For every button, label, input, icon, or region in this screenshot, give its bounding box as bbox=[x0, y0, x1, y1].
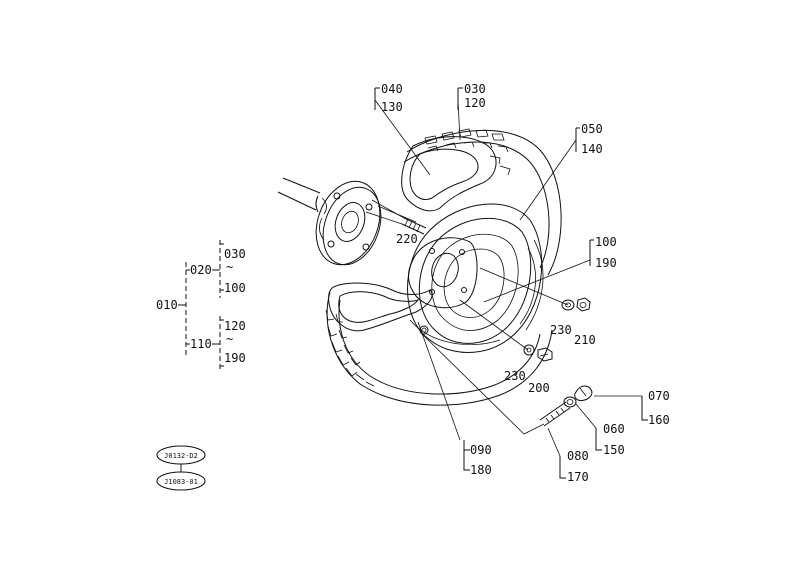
tree-item-120: 120 bbox=[224, 319, 246, 333]
tread-pattern-lower bbox=[325, 309, 375, 387]
label-220: 220 bbox=[396, 232, 418, 246]
tree-tilde-2: ~ bbox=[226, 332, 233, 346]
label-150: 150 bbox=[603, 443, 625, 457]
part-labels: 040 130 030 120 050 140 220 100 190 230 … bbox=[381, 82, 670, 484]
hub-flange bbox=[315, 180, 382, 266]
tread-pattern-upper bbox=[424, 128, 511, 176]
label-090: 090 bbox=[470, 443, 492, 457]
tree-group-020: 020 bbox=[190, 263, 212, 277]
stamp-top-text: J0132-D2 bbox=[164, 452, 198, 460]
wheel-rim bbox=[407, 203, 544, 353]
label-120: 120 bbox=[464, 96, 486, 110]
stamp-bottom-oval bbox=[156, 471, 206, 491]
label-140: 140 bbox=[581, 142, 603, 156]
stud-bolt-220 bbox=[365, 199, 427, 235]
reference-stamps: J0132-D2 J1083-01 bbox=[156, 445, 206, 491]
label-130: 130 bbox=[381, 100, 403, 114]
tire-upper-half bbox=[401, 128, 562, 276]
label-060: 060 bbox=[603, 422, 625, 436]
tree-group-110: 110 bbox=[190, 337, 212, 351]
leader-lines bbox=[374, 99, 642, 457]
callout-brackets bbox=[374, 87, 648, 479]
label-080: 080 bbox=[567, 449, 589, 463]
label-100: 100 bbox=[595, 235, 617, 249]
label-040: 040 bbox=[381, 82, 403, 96]
nut-bolt-parts bbox=[523, 297, 591, 362]
tree-item-100: 100 bbox=[224, 281, 246, 295]
tree-item-190: 190 bbox=[224, 351, 246, 365]
label-070: 070 bbox=[648, 389, 670, 403]
axle-shaft bbox=[277, 177, 327, 215]
label-170: 170 bbox=[567, 470, 589, 484]
tree-item-030: 030 bbox=[224, 247, 246, 261]
label-230-upper: 230 bbox=[550, 323, 572, 337]
label-180: 180 bbox=[470, 463, 492, 477]
label-030: 030 bbox=[464, 82, 486, 96]
label-230-lower: 230 bbox=[504, 369, 526, 383]
label-160: 160 bbox=[648, 413, 670, 427]
label-200: 200 bbox=[528, 381, 550, 395]
tree-tilde-1: ~ bbox=[226, 260, 233, 274]
stamp-bottom-text: J1083-01 bbox=[164, 478, 198, 486]
tree-root-010: 010 bbox=[156, 298, 178, 312]
label-190: 190 bbox=[595, 256, 617, 270]
assembly-tree: 010 020 030 ~ 100 110 120 ~ 190 bbox=[156, 240, 246, 372]
tire-lower-half bbox=[325, 282, 553, 406]
valve-stem-parts bbox=[539, 385, 593, 427]
label-050: 050 bbox=[581, 122, 603, 136]
label-210: 210 bbox=[574, 333, 596, 347]
